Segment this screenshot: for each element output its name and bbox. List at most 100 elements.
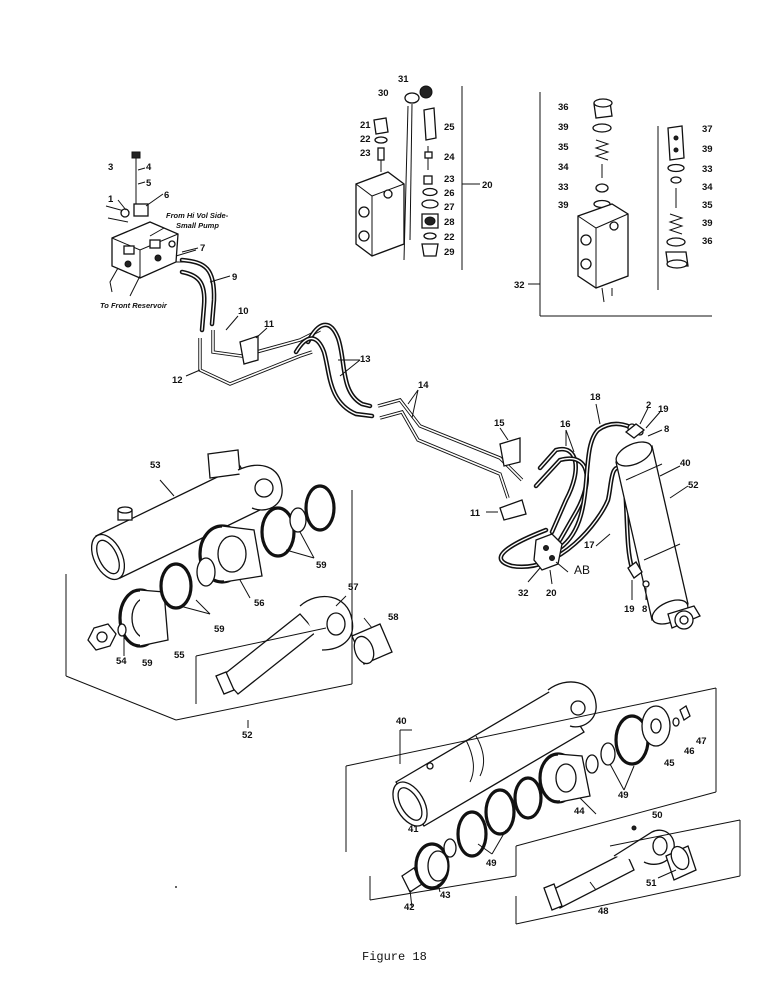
callout-35-left: 35: [558, 142, 569, 153]
callout-39-a: 39: [558, 122, 569, 133]
callout-47: 47: [696, 736, 707, 747]
callout-2: 2: [646, 400, 651, 411]
callout-49-right: 49: [618, 790, 629, 801]
callout-54: 54: [116, 656, 127, 667]
callout-57: 57: [348, 582, 359, 593]
callout-52-bottom: 52: [242, 730, 253, 741]
hose-pair-9: [179, 257, 231, 333]
callout-40-top: 40: [680, 458, 691, 469]
cylinder-exploded-40: [345, 681, 741, 925]
speck: [175, 886, 177, 888]
callout-25: 25: [444, 122, 455, 133]
callout-11-bottom: 11: [470, 508, 481, 519]
callout-48: 48: [598, 906, 609, 917]
callout-39-d: 39: [702, 218, 713, 229]
callout-33-left: 33: [558, 182, 569, 193]
callout-30: 30: [378, 88, 389, 99]
callout-50: 50: [652, 810, 663, 821]
boom-cylinder: [615, 407, 701, 630]
callout-27: 27: [444, 202, 455, 213]
callout-44: 44: [574, 806, 585, 817]
callout-6: 6: [164, 190, 169, 201]
callout-53: 53: [150, 460, 161, 471]
ab-marker: AB: [574, 563, 590, 577]
hose-pair-13: [293, 322, 375, 419]
callout-52-top: 52: [688, 480, 699, 491]
callout-34-left: 34: [558, 162, 569, 173]
callout-8-bottom: 8: [642, 604, 647, 615]
callout-32-bottom: 32: [518, 588, 529, 599]
callout-39-b: 39: [558, 200, 569, 211]
callout-22-bottom: 22: [444, 232, 455, 243]
callout-45: 45: [664, 758, 675, 769]
callout-49-left: 49: [486, 858, 497, 869]
note-from-hi-vol: From Hi Vol Side-: [166, 211, 229, 220]
note-to-front-reservoir: To Front Reservoir: [100, 301, 168, 310]
callout-41: 41: [408, 824, 419, 835]
hose-17: [498, 465, 635, 571]
callout-26: 26: [444, 188, 455, 199]
callout-15: 15: [494, 418, 505, 429]
callout-19-bottom: 19: [624, 604, 635, 615]
callout-39-c: 39: [702, 144, 713, 155]
callout-19-top: 19: [658, 404, 669, 415]
note-small-pump: Small Pump: [176, 221, 219, 230]
callout-1: 1: [108, 194, 114, 205]
callout-12: 12: [172, 375, 183, 386]
callout-20-bottom: 20: [546, 588, 557, 599]
callout-32-top: 32: [514, 280, 525, 291]
tube-assembly-14: [377, 389, 527, 521]
callout-34-right: 34: [702, 182, 713, 193]
callout-59-b: 59: [214, 624, 225, 635]
callout-23-right: 23: [444, 174, 455, 185]
callout-7: 7: [200, 243, 205, 254]
figure-caption: Figure 18: [362, 950, 427, 964]
callout-8-top: 8: [664, 424, 669, 435]
tube-assembly-10-12: [185, 315, 321, 386]
control-valve-assembly: [105, 151, 199, 297]
callout-59-c: 59: [316, 560, 327, 571]
callout-16: 16: [560, 419, 571, 430]
callout-13: 13: [360, 354, 371, 365]
callout-31: 31: [398, 74, 409, 85]
callout-33-right: 33: [702, 164, 713, 175]
valve-exploded-32: [528, 92, 712, 317]
cylinder-valve-block: [527, 533, 569, 585]
callout-43: 43: [440, 890, 451, 901]
callout-3: 3: [108, 162, 113, 173]
callout-24: 24: [444, 152, 455, 163]
valve-exploded-20: [355, 85, 480, 270]
cylinder-exploded-52: [65, 449, 393, 728]
callout-40-bottom: 40: [396, 716, 407, 727]
callout-35-right: 35: [702, 200, 713, 211]
callout-28: 28: [444, 217, 455, 228]
hose-18: [557, 403, 639, 551]
callout-labels: 1 2 3 4 5 6 7 8 8 9 10 11 11 12 13 14 15…: [108, 74, 713, 917]
callout-4: 4: [146, 162, 152, 173]
callout-20-top: 20: [482, 180, 493, 191]
callout-55: 55: [174, 650, 185, 661]
callout-11-top: 11: [264, 319, 275, 330]
callout-42: 42: [404, 902, 415, 913]
callout-5: 5: [146, 178, 152, 189]
callout-17: 17: [584, 540, 595, 551]
callout-23-left: 23: [360, 148, 371, 159]
callout-36-right: 36: [702, 236, 713, 247]
callout-21: 21: [360, 120, 371, 131]
callout-18: 18: [590, 392, 601, 403]
callout-56: 56: [254, 598, 265, 609]
annotation-notes: From Hi Vol Side- Small Pump To Front Re…: [100, 211, 590, 577]
callout-51: 51: [646, 878, 657, 889]
callout-14: 14: [418, 380, 429, 391]
callout-37: 37: [702, 124, 713, 135]
callout-36-left: 36: [558, 102, 569, 113]
callout-46: 46: [684, 746, 695, 757]
callout-10: 10: [238, 306, 249, 317]
callout-59-a: 59: [142, 658, 153, 669]
callout-22-top: 22: [360, 134, 371, 145]
callout-29: 29: [444, 247, 455, 258]
callout-9: 9: [232, 272, 237, 283]
callout-58: 58: [388, 612, 399, 623]
